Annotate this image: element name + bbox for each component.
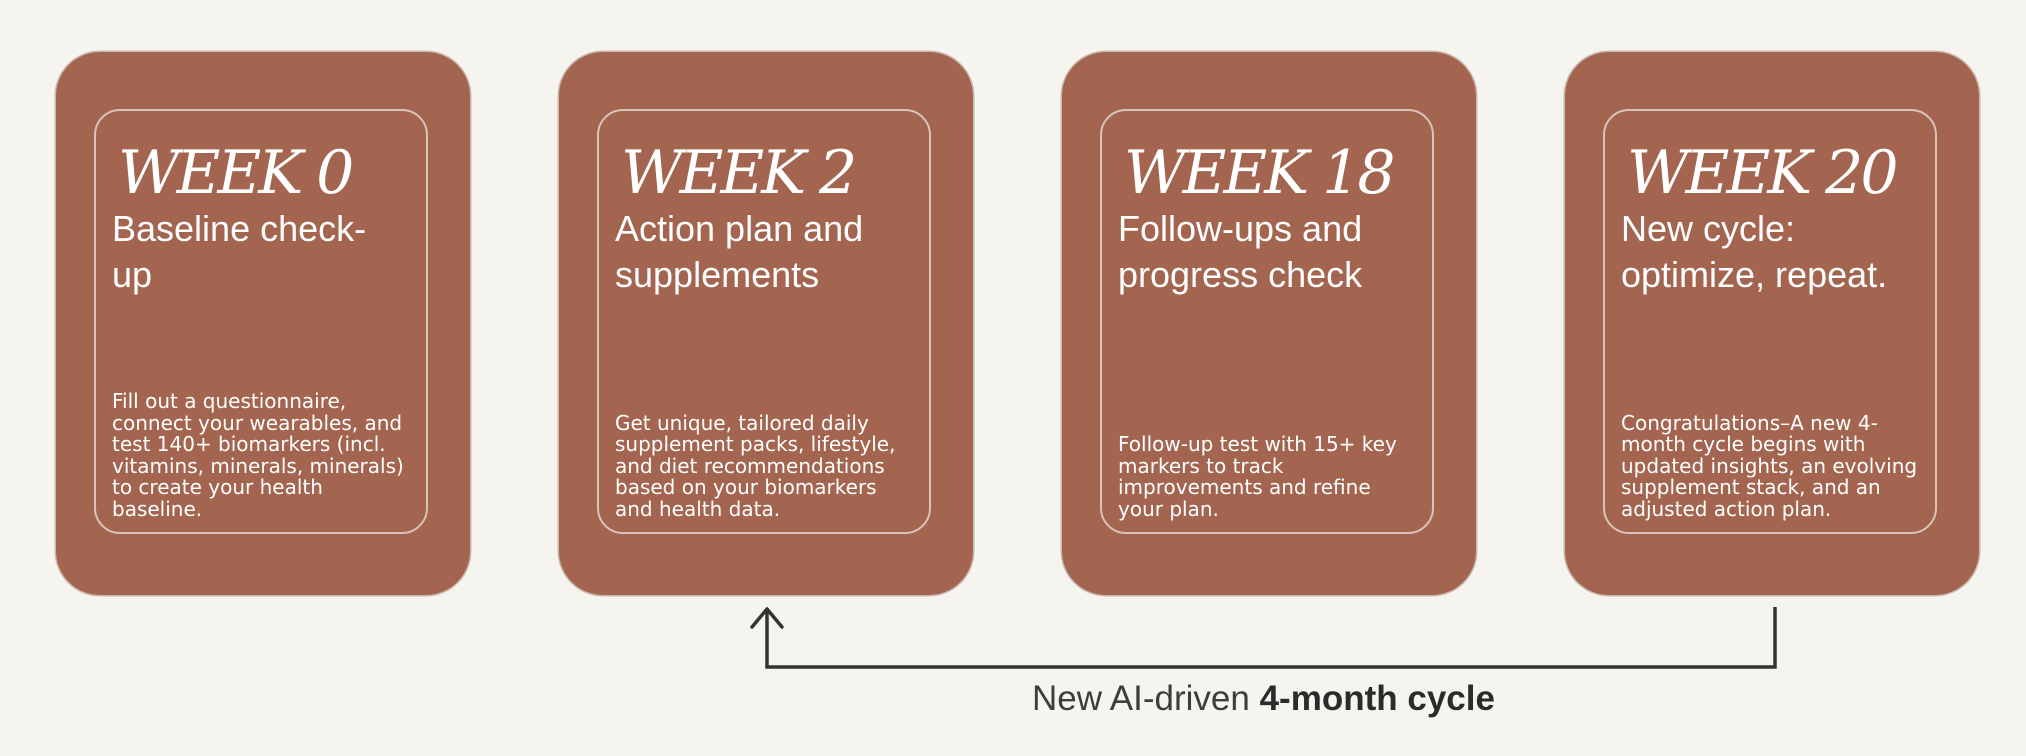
step-description: Get unique, tailored daily supplement pa… — [615, 410, 896, 521]
step-card-week-2: WEEK 2 Action plan and supplements Get u… — [559, 52, 973, 595]
step-week-label: WEEK 18 — [1124, 138, 1396, 208]
step-card-week-0: WEEK 0 Baseline check-up Fill out a ques… — [56, 52, 470, 595]
step-description: Fill out a questionnaire, connect your w… — [112, 389, 404, 521]
step-title: Baseline check-up — [112, 208, 367, 295]
step-title: Follow-ups and progress check — [1118, 208, 1363, 295]
step-week-label: WEEK 2 — [621, 138, 857, 208]
step-card-inner-frame: WEEK 18 Follow-ups and progress check Fo… — [1100, 109, 1434, 534]
step-week-label: WEEK 0 — [118, 138, 354, 208]
step-card-week-20: WEEK 20 New cycle: optimize, repeat. Con… — [1565, 52, 1979, 595]
cycle-arrow-line — [765, 607, 1777, 669]
step-card-inner-frame: WEEK 0 Baseline check-up Fill out a ques… — [94, 109, 428, 534]
step-title: New cycle: optimize, repeat. — [1621, 208, 1888, 295]
step-description: Follow-up test with 15+ key markers to t… — [1118, 432, 1397, 521]
step-card-week-18: WEEK 18 Follow-ups and progress check Fo… — [1062, 52, 1476, 595]
cycle-label: New AI-driven 4-month cycle — [1032, 676, 1495, 722]
arrow-up-icon — [750, 607, 784, 629]
step-title: Action plan and supplements — [615, 208, 864, 295]
step-description: Congratulations–A new 4-month cycle begi… — [1621, 410, 1918, 521]
step-week-label: WEEK 20 — [1627, 138, 1899, 208]
cycle-label-prefix: New AI-driven — [1032, 679, 1260, 718]
step-card-inner-frame: WEEK 2 Action plan and supplements Get u… — [597, 109, 931, 534]
cycle-label-emphasis: 4-month cycle — [1259, 679, 1495, 718]
step-card-inner-frame: WEEK 20 New cycle: optimize, repeat. Con… — [1603, 109, 1937, 534]
